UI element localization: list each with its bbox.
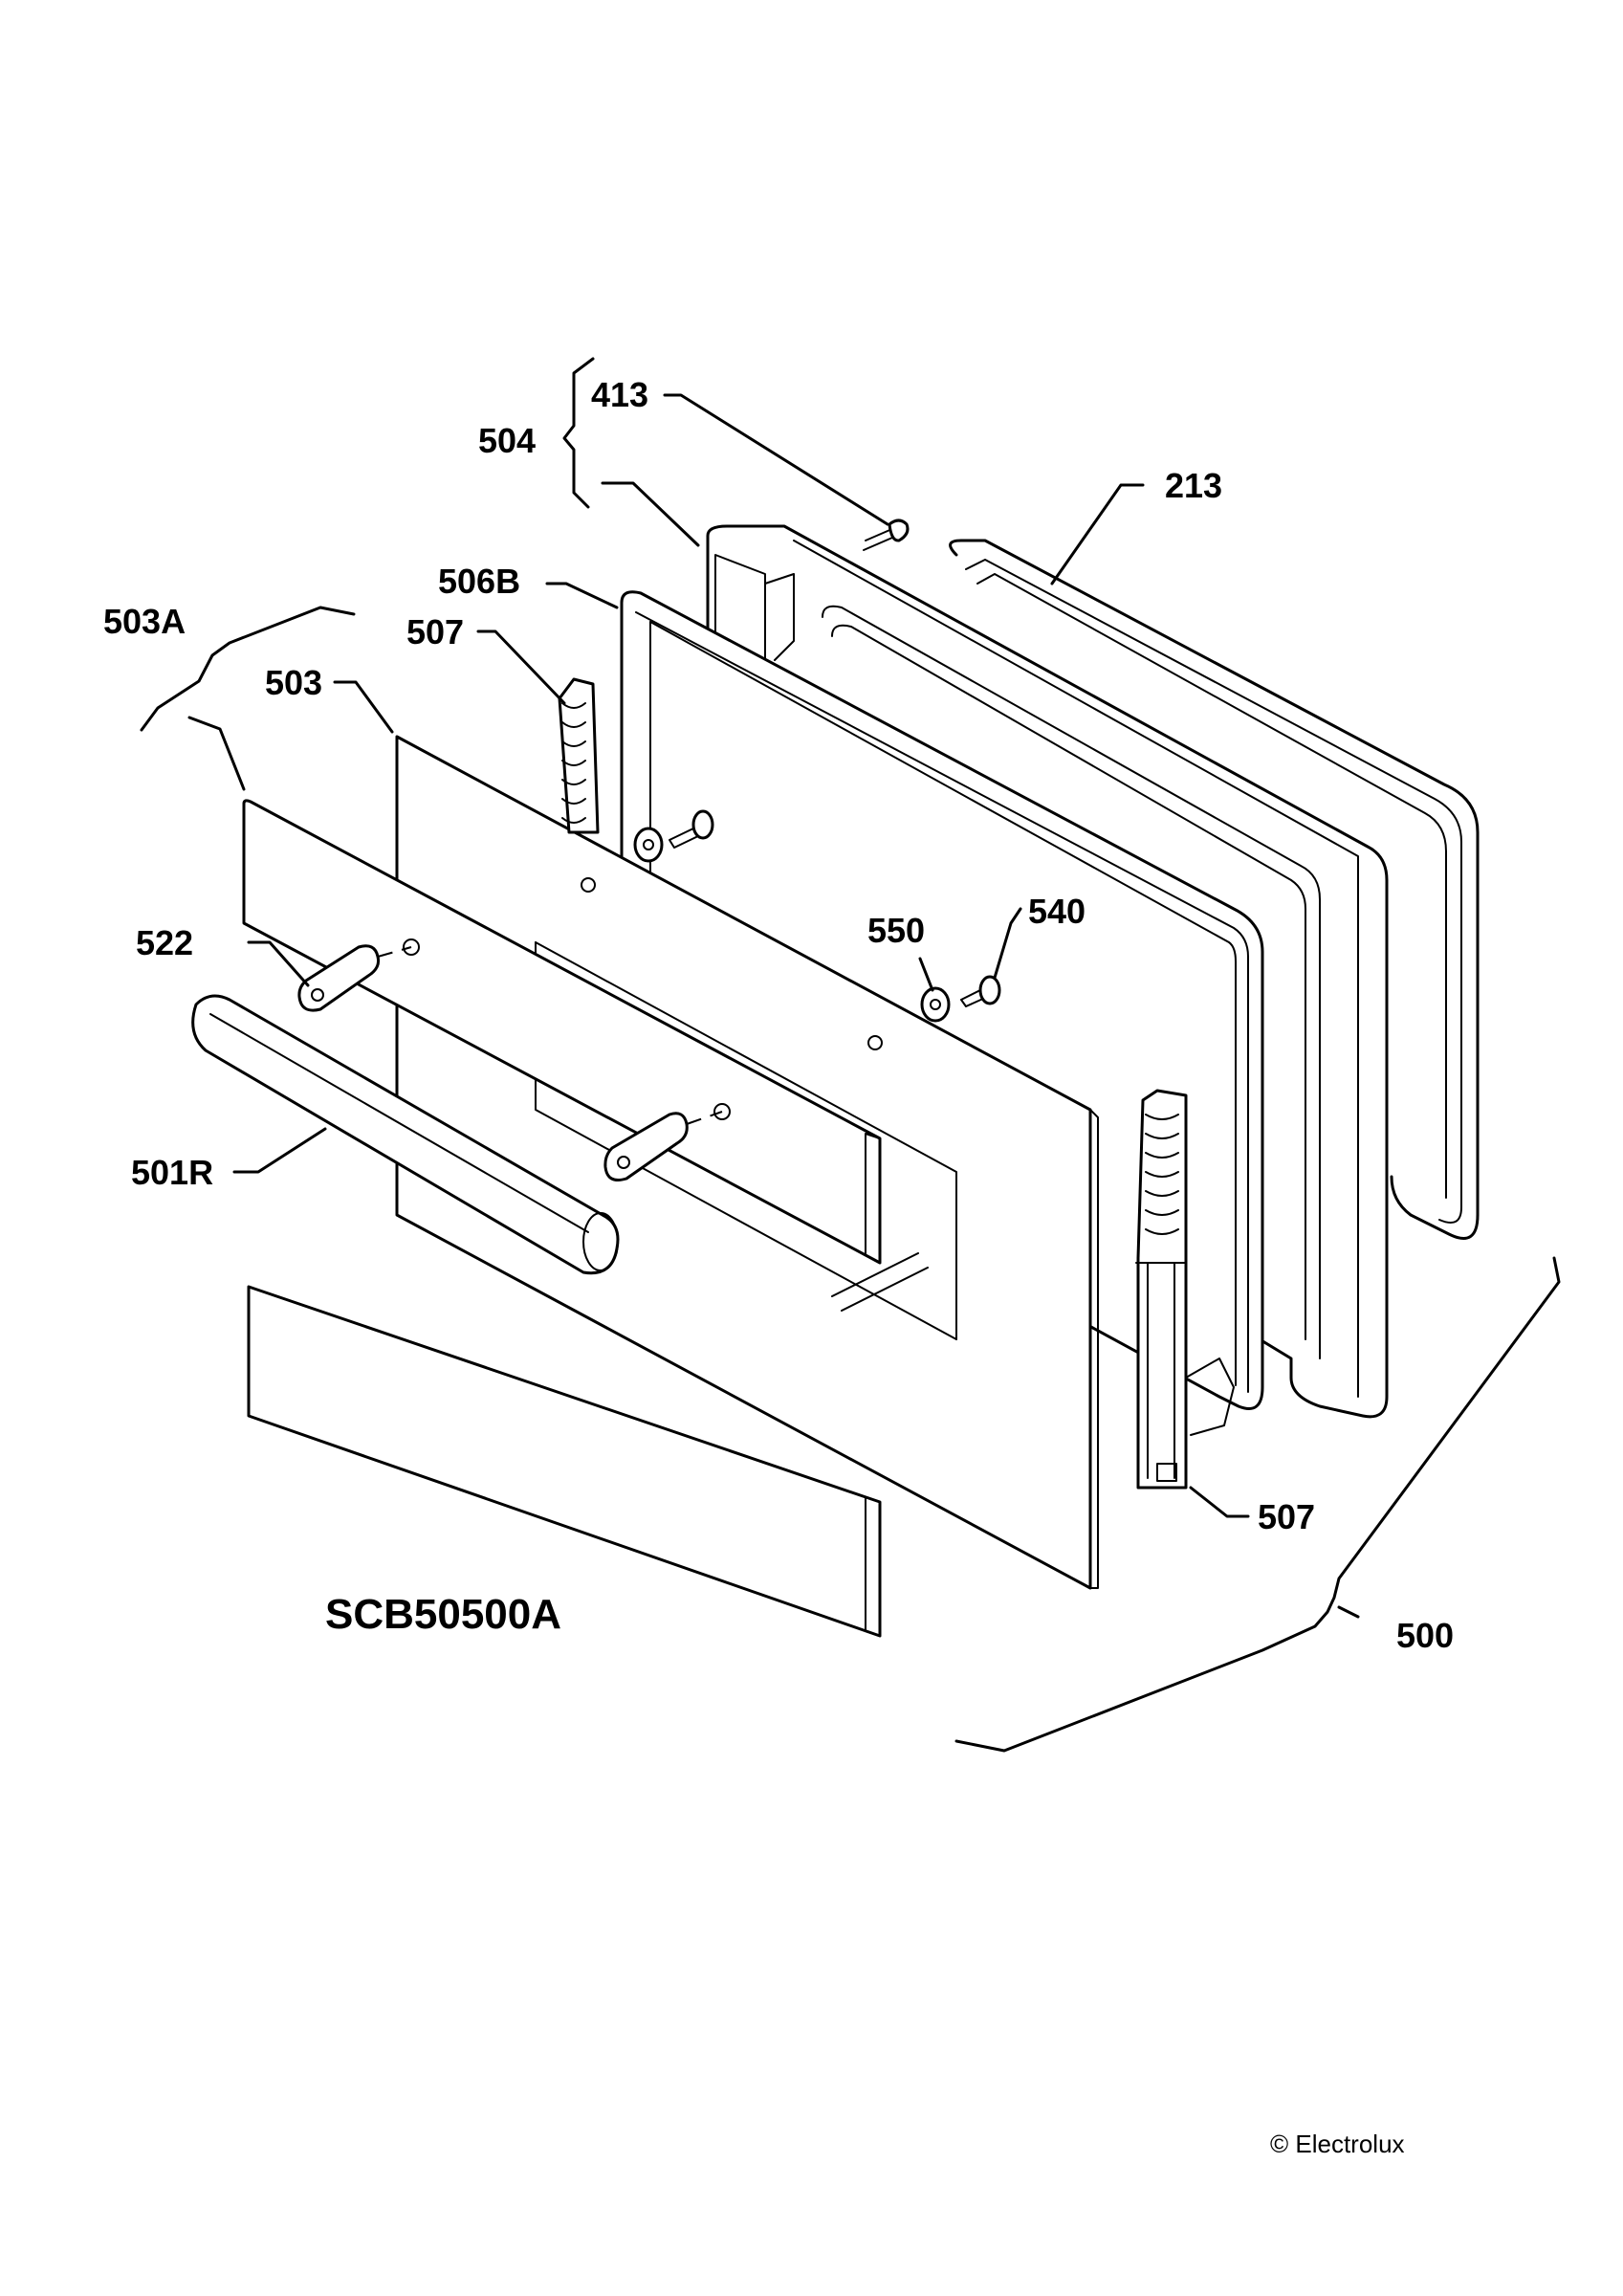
label-506B: 506B <box>438 562 520 601</box>
label-522: 522 <box>136 923 193 962</box>
trim-panel-503A-bottom <box>247 1285 882 1638</box>
diagram-code: SCB50500A <box>325 1591 561 1638</box>
label-507-bottom: 507 <box>1258 1497 1315 1536</box>
label-503: 503 <box>265 663 322 702</box>
door-handle-501R <box>191 994 620 1275</box>
label-501R: 501R <box>131 1153 213 1192</box>
label-507-top: 507 <box>406 612 464 651</box>
label-504: 504 <box>478 421 536 460</box>
label-550: 550 <box>867 911 925 950</box>
washer-550 <box>920 986 951 1023</box>
trim-panel-503A-top <box>242 799 882 1265</box>
washer-screw-left <box>633 809 714 863</box>
label-540: 540 <box>1028 892 1086 931</box>
handle-support-522-left <box>297 944 412 1012</box>
leader-lines <box>140 357 1561 1753</box>
label-503A: 503A <box>103 602 186 641</box>
label-413: 413 <box>591 375 648 414</box>
door-gasket-213 <box>949 539 1480 1240</box>
handle-support-522-right <box>603 1111 723 1181</box>
screw-540 <box>960 975 1001 1007</box>
hinge-507-top <box>558 677 600 834</box>
copyright-notice: © Electrolux <box>1270 2130 1405 2158</box>
hinge-507-bottom <box>1135 1089 1235 1490</box>
label-213: 213 <box>1165 466 1222 505</box>
label-500: 500 <box>1396 1616 1454 1655</box>
screw-413 <box>863 519 910 551</box>
